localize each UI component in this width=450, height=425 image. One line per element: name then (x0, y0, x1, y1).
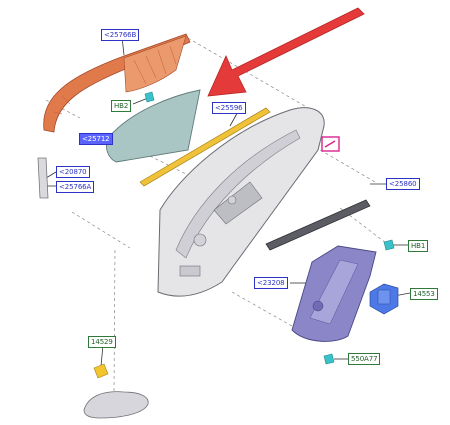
callout-550A77: 550A77 (348, 353, 381, 365)
fasteners (144, 91, 395, 365)
callout-25596: <25596 (212, 102, 246, 114)
magenta-marker-icon (321, 136, 340, 152)
callout-14529: 14529 (88, 336, 116, 348)
weatherstrip-upper (43, 33, 191, 133)
door-inner-panel (157, 107, 325, 297)
callout-23208: <23208 (254, 277, 288, 289)
callout-14553: 14553 (410, 288, 438, 300)
latch-cover (83, 391, 149, 419)
weatherstrip-lower (37, 157, 49, 199)
regulator-motor (369, 283, 399, 315)
callout-HB1: HB1 (408, 240, 429, 252)
callout-HB2: HB2 (111, 100, 132, 112)
callout-25712: <25712 (79, 133, 113, 145)
belt-moulding (139, 107, 271, 187)
callout-20870: <20870 (56, 166, 90, 178)
door-glass (105, 89, 201, 163)
callout-25766B: <25766B (101, 29, 140, 41)
door-seal-strip (265, 199, 371, 251)
callout-25860: <25860 (386, 178, 420, 190)
window-regulator (291, 245, 377, 342)
callout-25766A: <25766A (56, 181, 95, 193)
red-arrow-icon (207, 7, 365, 97)
lock-clip (93, 363, 109, 379)
